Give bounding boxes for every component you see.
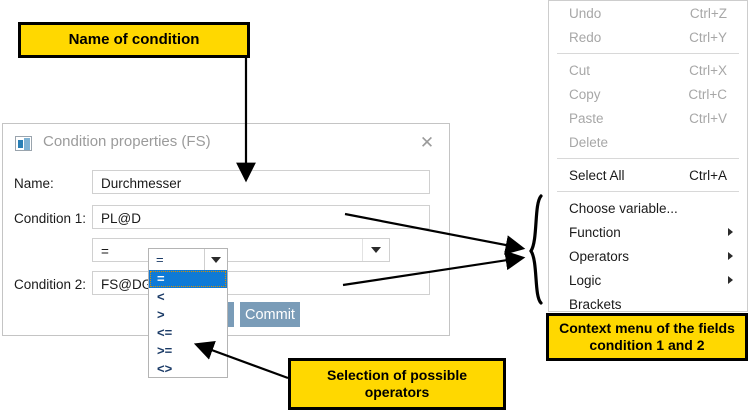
menu-item-label: Operators [569, 248, 630, 264]
condition2-field-label: Condition 2: [14, 277, 87, 292]
callout-context-menu-text: Context menu of the fields condition 1 a… [559, 320, 735, 353]
callout-name-of-condition-text: Name of condition [68, 31, 200, 49]
menu-item-redo: Redo Ctrl+Y [549, 25, 747, 49]
menu-item-shortcut: Ctrl+C [688, 86, 727, 102]
menu-item-label: Undo [569, 5, 602, 21]
menu-item-copy: Copy Ctrl+C [549, 82, 747, 106]
menu-item-label: Delete [569, 134, 609, 150]
callout-selection-of-operators-text: Selection of possible operators [327, 367, 467, 400]
operator-dropdown-list[interactable]: =<><=>=<> [149, 270, 227, 378]
callout-selection-of-operators: Selection of possible operators [288, 358, 506, 410]
operator-dropdown-header[interactable]: = [149, 249, 227, 270]
menu-separator [557, 53, 739, 54]
operator-option[interactable]: = [149, 270, 227, 288]
condition1-field-label: Condition 1: [14, 211, 87, 226]
menu-item-function[interactable]: Function [549, 220, 747, 244]
menu-item-label: Paste [569, 110, 604, 126]
menu-item-label: Cut [569, 62, 591, 78]
name-field-label: Name: [14, 176, 54, 191]
menu-separator [557, 158, 739, 159]
operator-dropdown-popup[interactable]: = =<><=>=<> [148, 248, 228, 378]
application-icon [15, 136, 32, 151]
dialog-titlebar[interactable]: Condition properties (FS) ✕ [3, 124, 449, 162]
menu-item-logic[interactable]: Logic [549, 268, 747, 292]
menu-item-shortcut: Ctrl+V [689, 110, 727, 126]
menu-item-shortcut: Ctrl+A [689, 167, 727, 183]
callout-operators-line1: Selection of possible [326, 367, 468, 384]
callout-context-menu-description: Context menu of the fields condition 1 a… [546, 313, 748, 361]
context-menu[interactable]: Undo Ctrl+Z Redo Ctrl+Y Cut Ctrl+X Copy Ctrl+C P… [548, 0, 748, 312]
chevron-down-icon[interactable] [362, 239, 389, 261]
condition1-input[interactable]: PL@D [92, 205, 430, 229]
menu-item-cut: Cut Ctrl+X [549, 58, 747, 82]
operator-combobox-value: = [101, 243, 109, 259]
operator-dropdown-selected-value: = [156, 252, 164, 267]
menu-item-label: Logic [569, 272, 602, 288]
operator-option[interactable]: > [157, 307, 165, 322]
operator-combobox[interactable]: = [92, 238, 390, 262]
chevron-right-icon [728, 276, 733, 284]
menu-item-operators[interactable]: Operators [549, 244, 747, 268]
operator-option[interactable]: >= [157, 343, 173, 358]
menu-item-label: Select All [569, 167, 625, 183]
operator-option[interactable]: <= [157, 325, 173, 340]
menu-item-label: Brackets [569, 296, 622, 312]
operator-option[interactable]: < [157, 289, 165, 304]
callout-operators-line2: operators [364, 384, 430, 400]
menu-item-undo: Undo Ctrl+Z [549, 1, 747, 25]
callout-context-line2: condition 1 and 2 [589, 337, 705, 353]
brace-context-menu [529, 194, 543, 305]
callout-name-of-condition: Name of condition [18, 22, 250, 58]
menu-item-label: Choose variable... [569, 200, 678, 216]
menu-item-select-all[interactable]: Select All Ctrl+A [549, 163, 747, 187]
commit-button[interactable]: Commit [240, 302, 300, 327]
menu-separator [557, 191, 739, 192]
chevron-right-icon [728, 228, 733, 236]
menu-item-shortcut: Ctrl+Y [689, 29, 727, 45]
menu-item-label: Copy [569, 86, 601, 102]
close-icon[interactable]: ✕ [419, 133, 435, 152]
menu-item-choose-variable[interactable]: Choose variable... [549, 196, 747, 220]
menu-item-delete: Delete [549, 130, 747, 154]
condition2-input[interactable]: FS@DG [92, 271, 430, 295]
menu-item-shortcut: Ctrl+X [689, 62, 727, 78]
name-input[interactable]: Durchmesser [92, 170, 430, 194]
chevron-right-icon [728, 252, 733, 260]
menu-item-shortcut: Ctrl+Z [689, 5, 727, 21]
menu-item-brackets[interactable]: Brackets [549, 292, 747, 316]
dialog-title: Condition properties (FS) [43, 133, 211, 150]
callout-context-line1: Context menu of the fields [559, 320, 735, 337]
chevron-down-icon[interactable] [204, 249, 227, 270]
menu-item-label: Redo [569, 29, 602, 45]
menu-item-label: Function [569, 224, 621, 240]
operator-option[interactable]: <> [157, 361, 173, 376]
menu-item-paste: Paste Ctrl+V [549, 106, 747, 130]
